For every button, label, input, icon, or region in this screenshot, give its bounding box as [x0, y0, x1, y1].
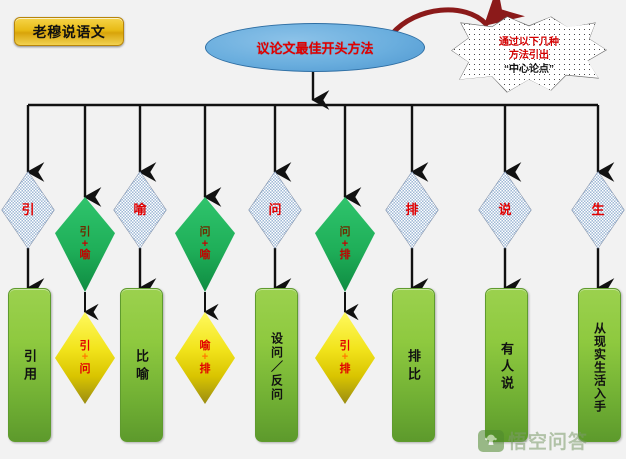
- box-yourenshuo[interactable]: 有人说: [485, 288, 528, 442]
- box-xianshi-shenghuo[interactable]: 从现实生活入手: [578, 288, 621, 442]
- diamond-wen-plus-yu[interactable]: 问 + 喻: [175, 197, 235, 292]
- box-yinyong-label: 引用: [22, 349, 37, 385]
- diamond-yu-plus-pai[interactable]: 喻 + 排: [175, 312, 235, 404]
- combo-low-bottom-2: 排: [199, 362, 211, 375]
- diamond-shuo-label: 说: [498, 202, 512, 218]
- watermark: 悟空问答: [478, 427, 620, 454]
- combo-low-plus-3: +: [341, 351, 349, 364]
- watermark-label: 悟空问答: [508, 432, 589, 453]
- diamond-yin-plus-wen[interactable]: 引 + 问: [55, 312, 115, 404]
- callout-line-2: 方法引出: [509, 50, 549, 62]
- diamond-yin-label: 引: [21, 202, 35, 218]
- combo-low-bottom-3: 排: [339, 362, 351, 375]
- diamond-yin-plus-pai[interactable]: 引 + 排: [315, 312, 375, 404]
- combo-top-3: 问: [339, 226, 351, 239]
- combo-bottom-1: 喻: [79, 249, 91, 262]
- root-ellipse-label: 议论文最佳开头方法: [256, 41, 374, 56]
- diamond-sheng-label: 生: [591, 202, 605, 218]
- combo-low-top-1: 引: [79, 339, 91, 352]
- combo-low-plus-1: +: [81, 351, 89, 364]
- combo-bottom-3: 排: [339, 249, 351, 262]
- diamond-pai-label: 排: [405, 202, 419, 218]
- box-yourenshuo-label: 有人说: [499, 341, 514, 393]
- diamond-yu[interactable]: 喻: [114, 172, 166, 248]
- diamond-yu-label: 喻: [133, 202, 147, 218]
- diamond-yin[interactable]: 引: [2, 172, 54, 248]
- box-yinyong[interactable]: 引用: [8, 288, 51, 442]
- combo-low-top-3: 引: [339, 339, 351, 352]
- diamond-wen-plus-pai[interactable]: 问 + 排: [315, 197, 375, 292]
- root-ellipse[interactable]: 议论文最佳开头方法: [205, 23, 425, 72]
- box-biyu[interactable]: 比喻: [120, 288, 163, 442]
- callout-starburst: 通过以下几种 方法引出 “中心论点”: [452, 17, 606, 92]
- combo-top-1: 引: [79, 226, 91, 239]
- combo-bottom-2: 喻: [199, 249, 211, 262]
- diamond-yin-plus-yu[interactable]: 引 + 喻: [55, 197, 115, 292]
- box-paibi[interactable]: 排比: [392, 288, 435, 442]
- diamond-wen-label: 问: [268, 202, 282, 218]
- brand-badge: 老穆说语文: [14, 17, 124, 46]
- combo-plus-2: +: [201, 237, 209, 250]
- diamond-sheng[interactable]: 生: [572, 172, 624, 248]
- callout-line-3: “中心论点”: [504, 63, 554, 75]
- combo-top-2: 问: [199, 226, 211, 239]
- box-xianshi-shenghuo-label: 从现实生活入手: [592, 321, 607, 413]
- combo-low-top-2: 喻: [199, 339, 211, 352]
- box-shewen-fanwen[interactable]: 设问／反问: [255, 288, 298, 442]
- combo-low-plus-2: +: [201, 351, 209, 364]
- box-biyu-label: 比喻: [134, 349, 149, 385]
- box-shewen-fanwen-label: 设问／反问: [269, 332, 284, 402]
- combo-plus-1: +: [81, 237, 89, 250]
- wukong-logo-icon: [478, 429, 504, 452]
- callout-line-1: 通过以下几种: [499, 36, 559, 48]
- diamond-wen[interactable]: 问: [249, 172, 301, 248]
- diamond-pai[interactable]: 排: [386, 172, 438, 248]
- diamond-shuo[interactable]: 说: [479, 172, 531, 248]
- combo-low-bottom-1: 问: [79, 362, 91, 375]
- combo-plus-3: +: [341, 237, 349, 250]
- box-paibi-label: 排比: [406, 349, 421, 385]
- brand-badge-label: 老穆说语文: [32, 23, 106, 40]
